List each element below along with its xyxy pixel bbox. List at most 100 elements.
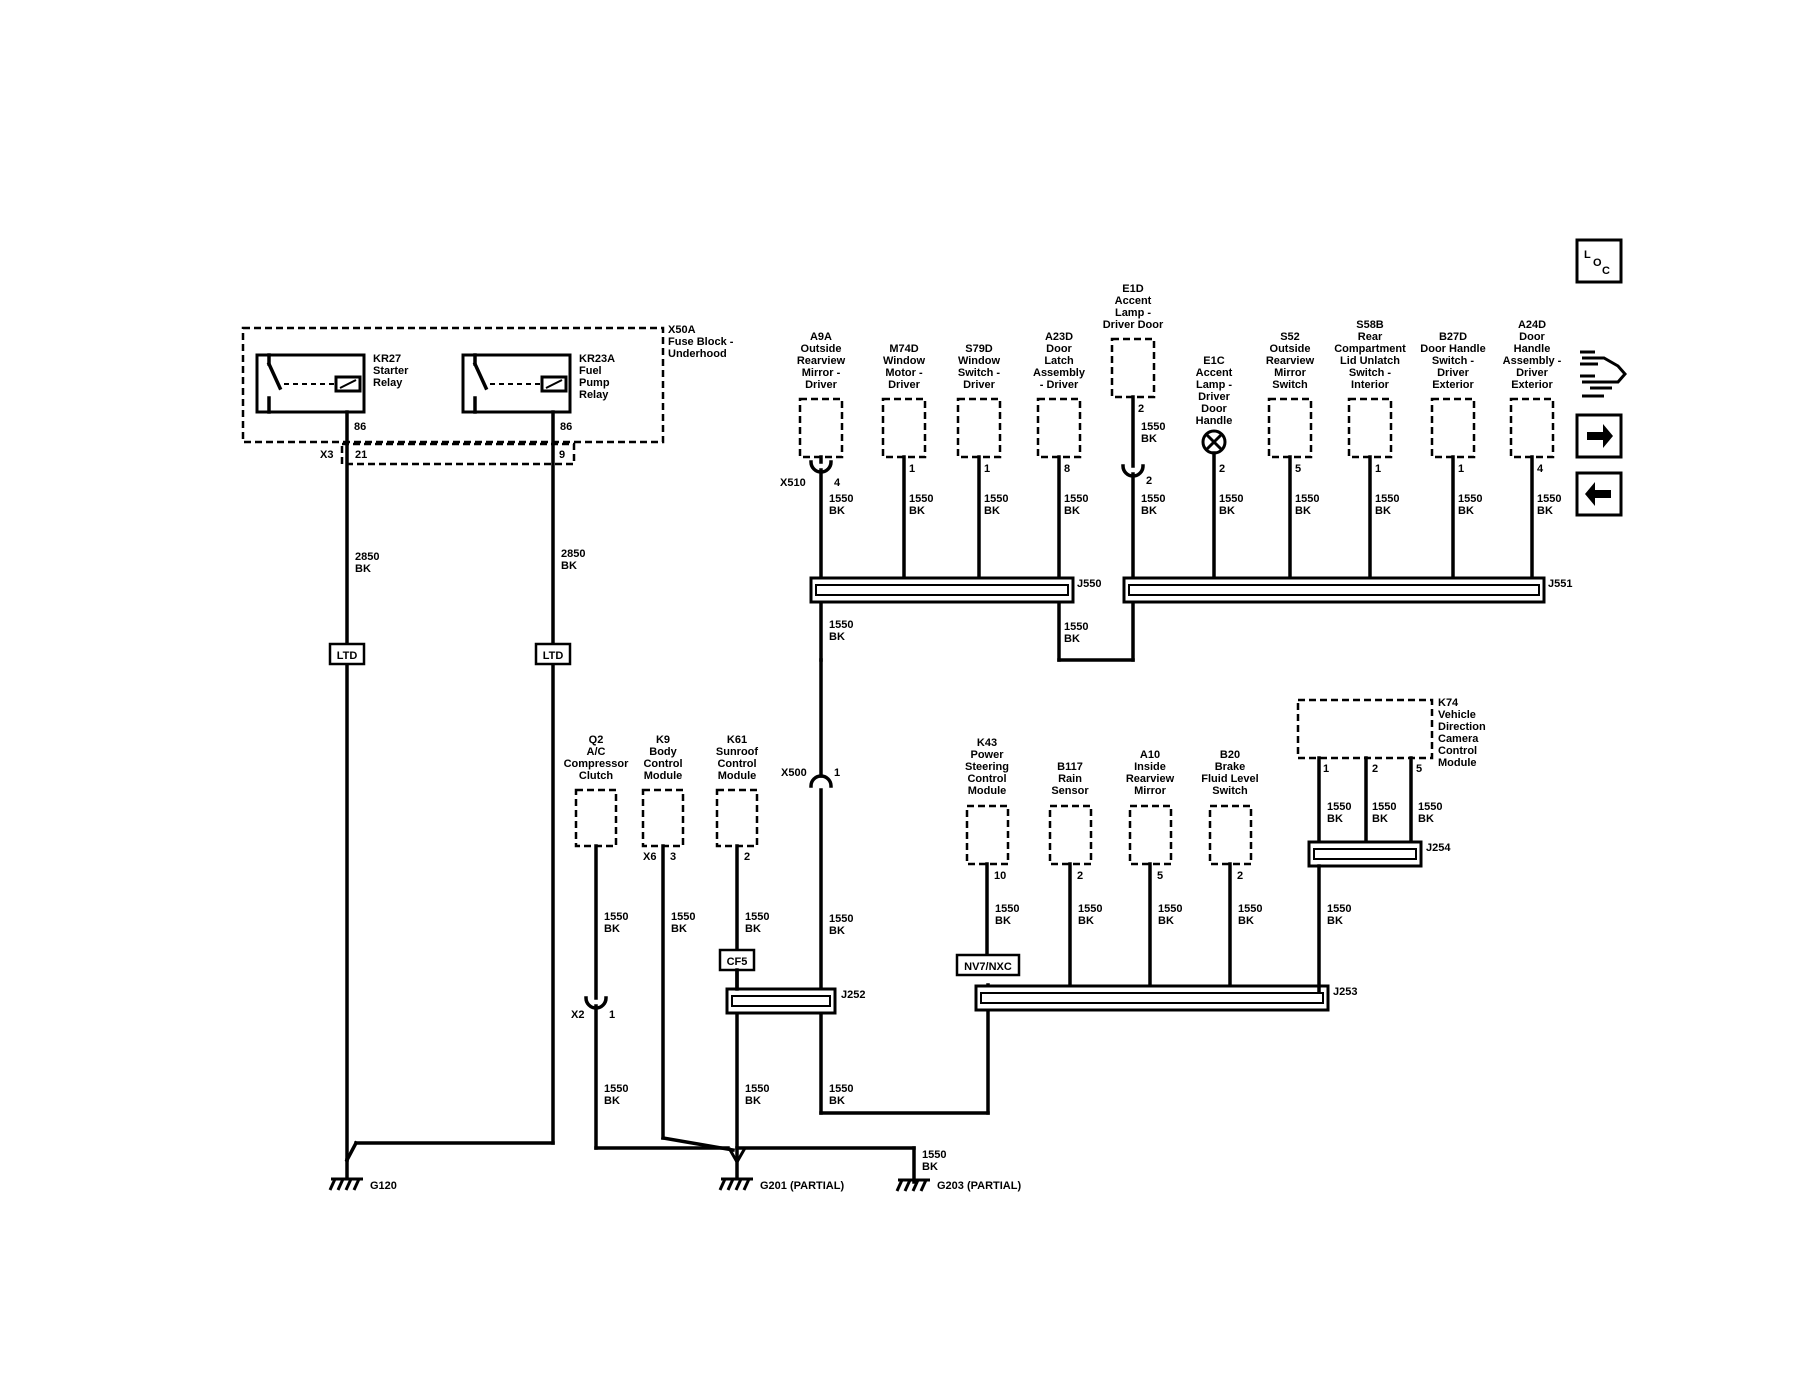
ground-g201-label: G201 (PARTIAL) — [760, 1180, 844, 1192]
text-line: Driver — [963, 379, 996, 391]
svg-text:O: O — [1593, 257, 1602, 269]
text-line: BK — [1458, 505, 1474, 517]
splice-j550-label: J550 — [1077, 578, 1101, 590]
arrow-left-icon[interactable] — [1575, 471, 1623, 517]
text-line: KR23A — [579, 353, 615, 365]
text-line: 1550 — [1078, 903, 1102, 915]
pin: 2 — [1146, 475, 1152, 487]
text-line: BK — [1141, 505, 1157, 517]
pin: 1 — [834, 767, 840, 779]
text-line: Compartment — [1334, 343, 1406, 355]
text-line: BK — [604, 1095, 620, 1107]
pin: 10 — [994, 870, 1006, 882]
text-line: 1550 — [829, 619, 853, 631]
text-line: S52 — [1280, 331, 1300, 343]
component-e1d — [1110, 337, 1156, 399]
lamp-icon — [1201, 429, 1227, 455]
text-line: 1550 — [1458, 493, 1482, 505]
connector-x500-label: X500 — [781, 767, 807, 779]
splice-j254-label: J254 — [1426, 842, 1451, 854]
text-line: S79D — [965, 343, 993, 355]
relay-kr23a-box — [461, 353, 572, 414]
text-line: BK — [1158, 915, 1174, 927]
text-line: BK — [1327, 915, 1343, 927]
text-line: - Driver — [1040, 379, 1079, 391]
x3-pin-21: 21 — [355, 449, 367, 461]
splice-j551-label: J551 — [1548, 578, 1572, 590]
text-line: Relay — [579, 389, 609, 401]
text-line: BK — [1064, 633, 1080, 645]
component-s58b — [1347, 397, 1393, 459]
pin: 2 — [1237, 870, 1243, 882]
text-line: Lamp - — [1115, 307, 1151, 319]
text-line: Window — [883, 355, 925, 367]
text-line: Power — [970, 749, 1004, 761]
text-line: KR27 — [373, 353, 401, 365]
pin: 1 — [984, 463, 990, 475]
text-line: BK — [671, 923, 687, 935]
text-line: 1550 — [1141, 421, 1165, 433]
loc-icon[interactable]: L O C — [1575, 238, 1623, 284]
text-line: Switch — [1272, 379, 1308, 391]
text-line: BK — [829, 505, 845, 517]
splice-pack-j551 — [1122, 576, 1546, 604]
text-line: Sensor — [1051, 785, 1089, 797]
component-k9 — [641, 788, 685, 848]
text-line: BK — [355, 563, 371, 575]
text-line: 1550 — [909, 493, 933, 505]
text-line: Control — [1438, 745, 1477, 757]
text-line: Switch - — [1432, 355, 1475, 367]
connector-x2-label: X2 — [571, 1009, 584, 1021]
text-line: BK — [1327, 813, 1343, 825]
splice-pack-j253 — [974, 984, 1330, 1012]
text-line: 1550 — [745, 911, 769, 923]
text-line: Control — [717, 758, 756, 770]
text-line: Driver — [1198, 391, 1231, 403]
connector-view-icon[interactable] — [1580, 350, 1627, 398]
connector-x500-icon — [809, 774, 833, 788]
text-line: B27D — [1439, 331, 1467, 343]
x3-label: X3 — [320, 449, 333, 461]
component-k74 — [1296, 698, 1434, 760]
pin: 4 — [834, 477, 841, 489]
component-a23d — [1036, 397, 1082, 459]
text-line: Q2 — [589, 734, 604, 746]
text-line: Module — [644, 770, 683, 782]
connector-x6-label: X6 — [643, 851, 656, 863]
text-line: 1550 — [1158, 903, 1182, 915]
text-line: Brake — [1215, 761, 1246, 773]
text-line: Switch - — [1349, 367, 1392, 379]
text-line: BK — [745, 1095, 761, 1107]
pin: 2 — [1372, 763, 1378, 775]
text-line: 2850 — [355, 551, 379, 563]
arrow-right-icon[interactable] — [1575, 413, 1623, 459]
text-line: BK — [909, 505, 925, 517]
text-line: 1550 — [1372, 801, 1396, 813]
option-tag-ltd-text: LTD — [337, 650, 358, 662]
text-line: BK — [1238, 915, 1254, 927]
option-tag-cf5-text: CF5 — [727, 956, 748, 968]
text-line: Sunroof — [716, 746, 758, 758]
text-line: Body — [649, 746, 677, 758]
